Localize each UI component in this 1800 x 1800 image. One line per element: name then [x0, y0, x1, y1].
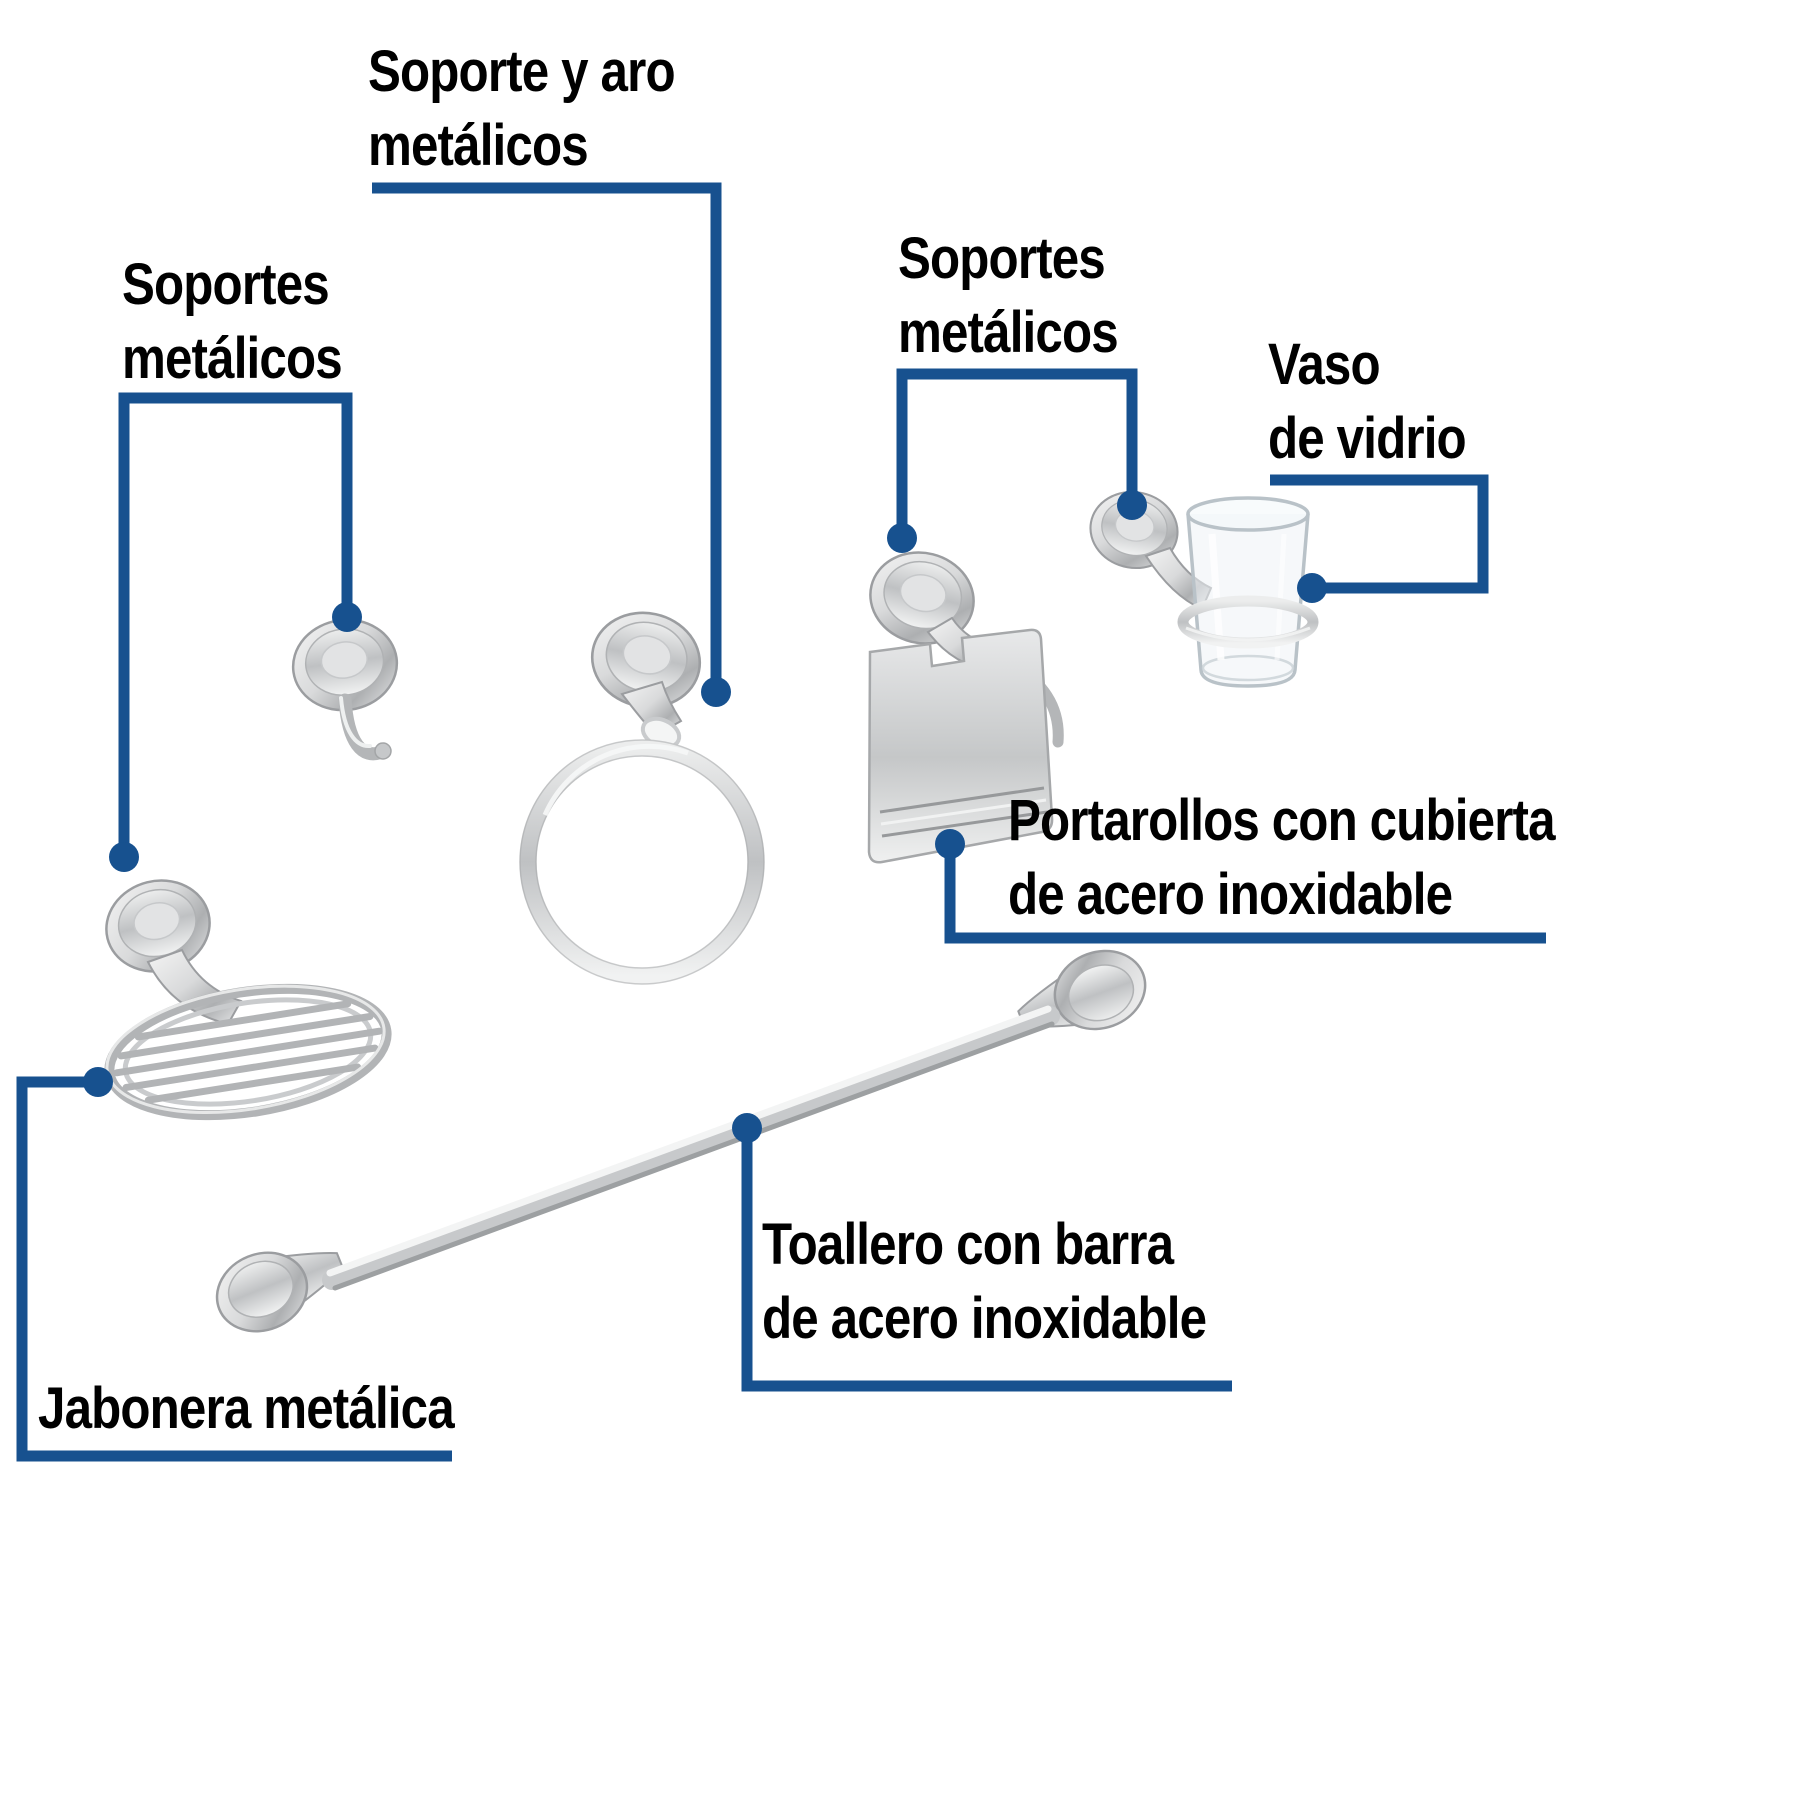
callout-dot-supports-left-hook	[332, 602, 362, 632]
callout-line-support-and-ring	[372, 182, 722, 690]
glass-bottom	[1201, 654, 1295, 682]
basket-wire	[122, 1044, 379, 1092]
callout-dot-paper-holder	[935, 829, 965, 859]
callout-dot-support-and-ring	[701, 677, 731, 707]
cover-ridge-highlight	[880, 798, 1047, 826]
basket-wire	[144, 1063, 362, 1104]
callout-line-glass-cup	[1270, 474, 1489, 594]
label-line: Soportes	[122, 252, 330, 317]
callout-line-supports-right	[896, 368, 1138, 535]
label-supports-right: Soportes metálicos	[898, 222, 1119, 370]
glass-rim	[1186, 496, 1310, 532]
holder-ring-highlight	[1185, 626, 1311, 642]
basket-wire	[113, 1027, 383, 1077]
label-line: Toallero con barra	[762, 1212, 1174, 1277]
bar-highlight	[326, 1005, 1052, 1277]
label-supports-left: Soportes metálicos	[122, 248, 343, 396]
cup-holder-ring	[1177, 595, 1319, 649]
label-paper-holder: Portarollos con cubierta de acero inoxid…	[1008, 784, 1556, 932]
callout-dot-soap-dish	[83, 1067, 113, 1097]
towel-ring-illustration	[519, 601, 765, 985]
label-line: metálicos	[122, 326, 343, 391]
label-line: Soportes	[898, 226, 1106, 291]
ring-edge-outer	[519, 739, 765, 985]
ring-highlight	[542, 743, 689, 816]
label-glass-cup: Vaso de vidrio	[1268, 328, 1467, 476]
callout-dot-supports-right-paper	[887, 523, 917, 553]
label-line: Portarollos con cubierta	[1008, 788, 1556, 853]
label-line: Jabonera metálica	[38, 1376, 455, 1441]
cover-ridge	[881, 810, 1048, 838]
basket-wire	[134, 1000, 352, 1041]
label-line: de vidrio	[1268, 406, 1467, 471]
callout-dot-towel-bar	[732, 1113, 762, 1143]
callout-line-towel-bar	[741, 1130, 1232, 1392]
label-line: Soporte y aro	[368, 39, 676, 104]
label-line: de acero inoxidable	[762, 1286, 1207, 1351]
label-towel-bar: Toallero con barra de acero inoxidable	[762, 1208, 1207, 1356]
wall-hook-illustration	[285, 611, 405, 761]
basket-wire	[117, 1012, 374, 1060]
callout-dot-glass-cup	[1297, 573, 1327, 603]
label-line: metálicos	[368, 113, 589, 178]
label-line: metálicos	[898, 300, 1119, 365]
callout-line-supports-left	[118, 392, 353, 854]
label-support-and-ring: Soporte y aro metálicos	[368, 35, 676, 183]
steel-bar	[322, 1006, 1060, 1290]
glass-cup-holder-illustration	[1083, 484, 1319, 688]
steel-cover	[867, 628, 1054, 864]
callout-dot-supports-right-cup	[1117, 490, 1147, 520]
callout-dot-supports-left-soap	[109, 842, 139, 872]
hook-tip	[374, 742, 392, 760]
label-soap-dish: Jabonera metálica	[38, 1372, 455, 1446]
towel-bar-illustration	[203, 937, 1158, 1346]
ring-edge-inner	[535, 755, 749, 969]
hook-highlight	[339, 696, 372, 748]
label-line: de acero inoxidable	[1008, 862, 1453, 927]
callout-line-soap-dish	[16, 1076, 452, 1462]
toilet-paper-holder-illustration	[859, 540, 1064, 864]
cover-ridge	[879, 786, 1045, 814]
label-line: Vaso	[1268, 332, 1381, 397]
callout-line-paper-holder	[944, 846, 1546, 944]
bar-shadow-line	[332, 1021, 1055, 1291]
